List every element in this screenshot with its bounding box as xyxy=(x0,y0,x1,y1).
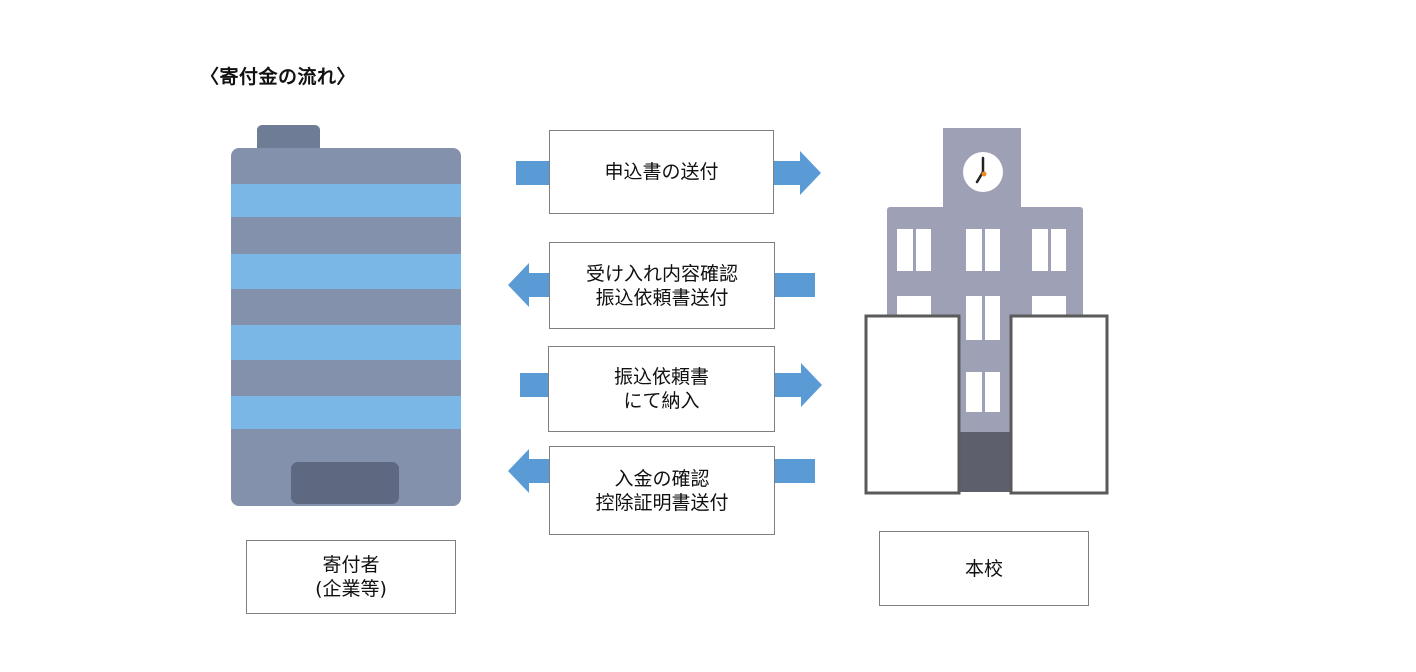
flow-box-line: 振込依頼書送付 xyxy=(595,286,729,309)
flow-arrow-head-left-icon xyxy=(508,263,550,307)
flow-box: 受け入れ内容確認 振込依頼書送付 xyxy=(549,242,775,329)
diagram-title: 〈寄付金の流れ〉 xyxy=(200,66,357,88)
donor-label-line: 寄付者 xyxy=(322,554,380,576)
school-label-box: 本校 xyxy=(879,531,1089,606)
school-label: 本校 xyxy=(964,557,1003,580)
flow-box-line: 控除証明書送付 xyxy=(595,491,729,514)
flow-arrow-head-left-icon xyxy=(508,449,550,493)
flow-arrow-tail-right xyxy=(516,161,550,185)
donor-label-line: (企業等) xyxy=(315,578,387,600)
flow-box-line: 申込書の送付 xyxy=(604,161,719,183)
flow-box-line: にて納入 xyxy=(623,390,700,412)
office-building-icon xyxy=(231,125,461,506)
flow-arrow-tail-left xyxy=(775,459,815,483)
flow-box-line: 入金の確認 xyxy=(614,467,710,490)
flow-arrow-tail-left xyxy=(775,273,815,297)
school-building-icon xyxy=(864,128,1109,495)
flow-box-line: 振込依頼書 xyxy=(613,366,709,388)
flow-box: 申込書の送付 xyxy=(549,130,774,214)
flow-box-line: 受け入れ内容確認 xyxy=(585,262,738,285)
flow-arrow-tail-right xyxy=(520,373,549,397)
flow-arrow-head-right-icon xyxy=(775,363,823,407)
flow-arrow-head-right-icon xyxy=(774,151,822,195)
flow-box: 入金の確認 控除証明書送付 xyxy=(549,446,775,535)
donor-label-box: 寄付者 (企業等) xyxy=(246,540,456,614)
flow-box: 振込依頼書 にて納入 xyxy=(548,346,775,432)
